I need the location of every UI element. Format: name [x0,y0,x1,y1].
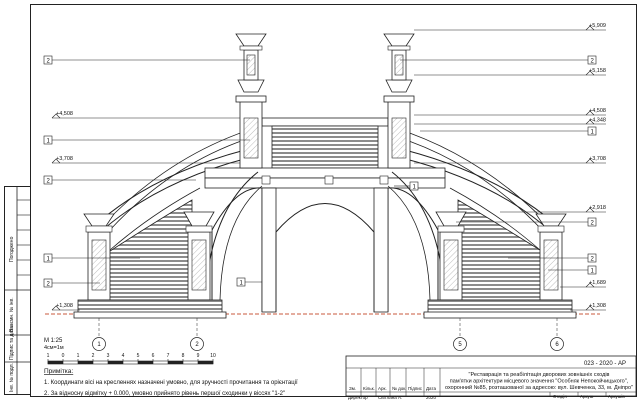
right-stair-flight [393,127,561,301]
tag-right-2: 1 [591,130,595,136]
tag-centre-2: 1 [413,185,417,191]
tag-left-1: 2 [47,59,51,65]
col-zm: Зм. [349,386,356,391]
elev-right-5158: +5,158 [589,68,606,74]
tag-left-3: 2 [47,179,51,185]
note-2: 2. За відносну відмітку + 0.000, умовно … [44,390,285,397]
scale-segment [78,361,93,364]
axis-markers: 1 2 5 6 [92,318,564,351]
project-title-2: пам'ятки архітектури місцевого значення … [450,378,629,385]
elev-left-1308: +1,308 [56,303,73,309]
scale-segment [198,361,213,364]
scale-tick-label: 3 [107,353,110,359]
elev-right-2918: +2,918 [589,205,606,211]
scale-ratio: 4см=1м [44,345,64,351]
tag-centre-1: 1 [240,281,244,287]
project-title-1: "Реставрація та реабілітація дворових зо… [469,372,610,378]
row-role: Директор [348,395,368,400]
notes-heading: Примітка: [44,367,73,375]
arkushiv-label: Аркушів [608,394,625,399]
scale-segment [48,361,63,364]
elev-right-1689: +1,689 [589,280,606,286]
col-kil: Кільк. [363,386,375,391]
tag-leaders [52,59,588,284]
scale-segment [168,361,183,364]
sheet-frame [30,4,637,397]
scale-segment [138,361,153,364]
scale-tick-label: 4 [122,353,125,359]
right-outer-pier [535,213,567,301]
col-ark: Арк. [378,386,387,391]
scale-tick-label: 7 [167,353,170,359]
tag-boxes: 2 1 2 1 2 1 1 2 1 2 2 1 [43,55,597,288]
row-name: Світлана А. [378,395,402,400]
right-tall-pier [383,33,415,169]
title-block: 023 - 2020 - АР "Реставрація та реабіліт… [345,355,637,400]
tag-left-4: 1 [47,257,51,263]
elev-left-4508: +4,508 [56,111,73,117]
tag-right-1: 2 [591,59,595,65]
plinths [73,299,577,319]
elev-right-1308: +1,308 [589,303,606,309]
scale-tick-label: 0 [62,353,65,359]
scale-tick-label: 10 [210,353,216,359]
stamp-inv-original: Інв. № подл. [9,363,15,392]
project-code: 023 - 2020 - АР [584,361,626,367]
project-title-3: охоронний №85, розташованої за адресою: … [445,384,633,391]
axis-2: 2 [195,342,199,348]
scale-tick-label: 1 [77,353,80,359]
scale-tick-label: 6 [152,353,155,359]
arkush-label: Аркуш [580,394,594,399]
axis-5: 5 [458,342,462,348]
left-mid-pier [183,211,215,301]
side-stamp: Погоджено Взаємн. № інв. Підпис та дата … [4,186,31,395]
elev-right-5909: +5,909 [589,23,606,29]
axis-1: 1 [97,342,101,348]
elev-left-3708: +3,708 [56,156,73,162]
col-doc: № док. [392,386,406,391]
notes: Примітка: 1. Координати вісі на кресленн… [44,367,298,397]
tag-right-4: 2 [591,257,595,263]
scale-tick-label: 8 [182,353,185,359]
scale-tick-label: 2 [92,353,95,359]
scale-tick-label: 1 [47,353,50,359]
left-tall-pier [235,33,267,169]
elev-right-4348: +4,348 [589,118,606,124]
elev-right-3708: +3,708 [589,156,606,162]
right-mid-pier [435,211,467,301]
elevation-marks-left: +4,508 +3,708 +1,308 [51,111,240,311]
scale-tick-label: 9 [197,353,200,359]
stamp-sign-date: Підпис та дата [9,326,15,360]
scale-label: М 1:25 [44,338,63,344]
tag-left-5: 2 [47,282,51,288]
scale-segment [108,361,123,364]
tag-right-3: 2 [591,221,595,227]
elev-right-4508: +4,508 [589,108,606,114]
note-1: 1. Координати вісі на кресленнях назначе… [44,380,298,386]
left-outer-pier [83,213,115,301]
stadia-label: Стадія [553,394,567,399]
row-year: 2020 [426,395,437,400]
col-sign: Підпис [408,386,423,391]
tag-left-2: 1 [47,139,51,145]
stamp-mutual-inv: Взаємн. № інв. [9,297,15,332]
stamp-agreed: Погоджено [9,236,15,262]
central-landing [204,117,446,313]
scale-tick-label: 5 [137,353,140,359]
tag-right-5: 1 [591,269,595,275]
col-date: Дата [426,386,436,391]
elevation-marks-right: +5,909 +5,158 +4,508 +4,348 +3,708 +2,91… [414,23,606,311]
axis-6: 6 [555,342,559,348]
